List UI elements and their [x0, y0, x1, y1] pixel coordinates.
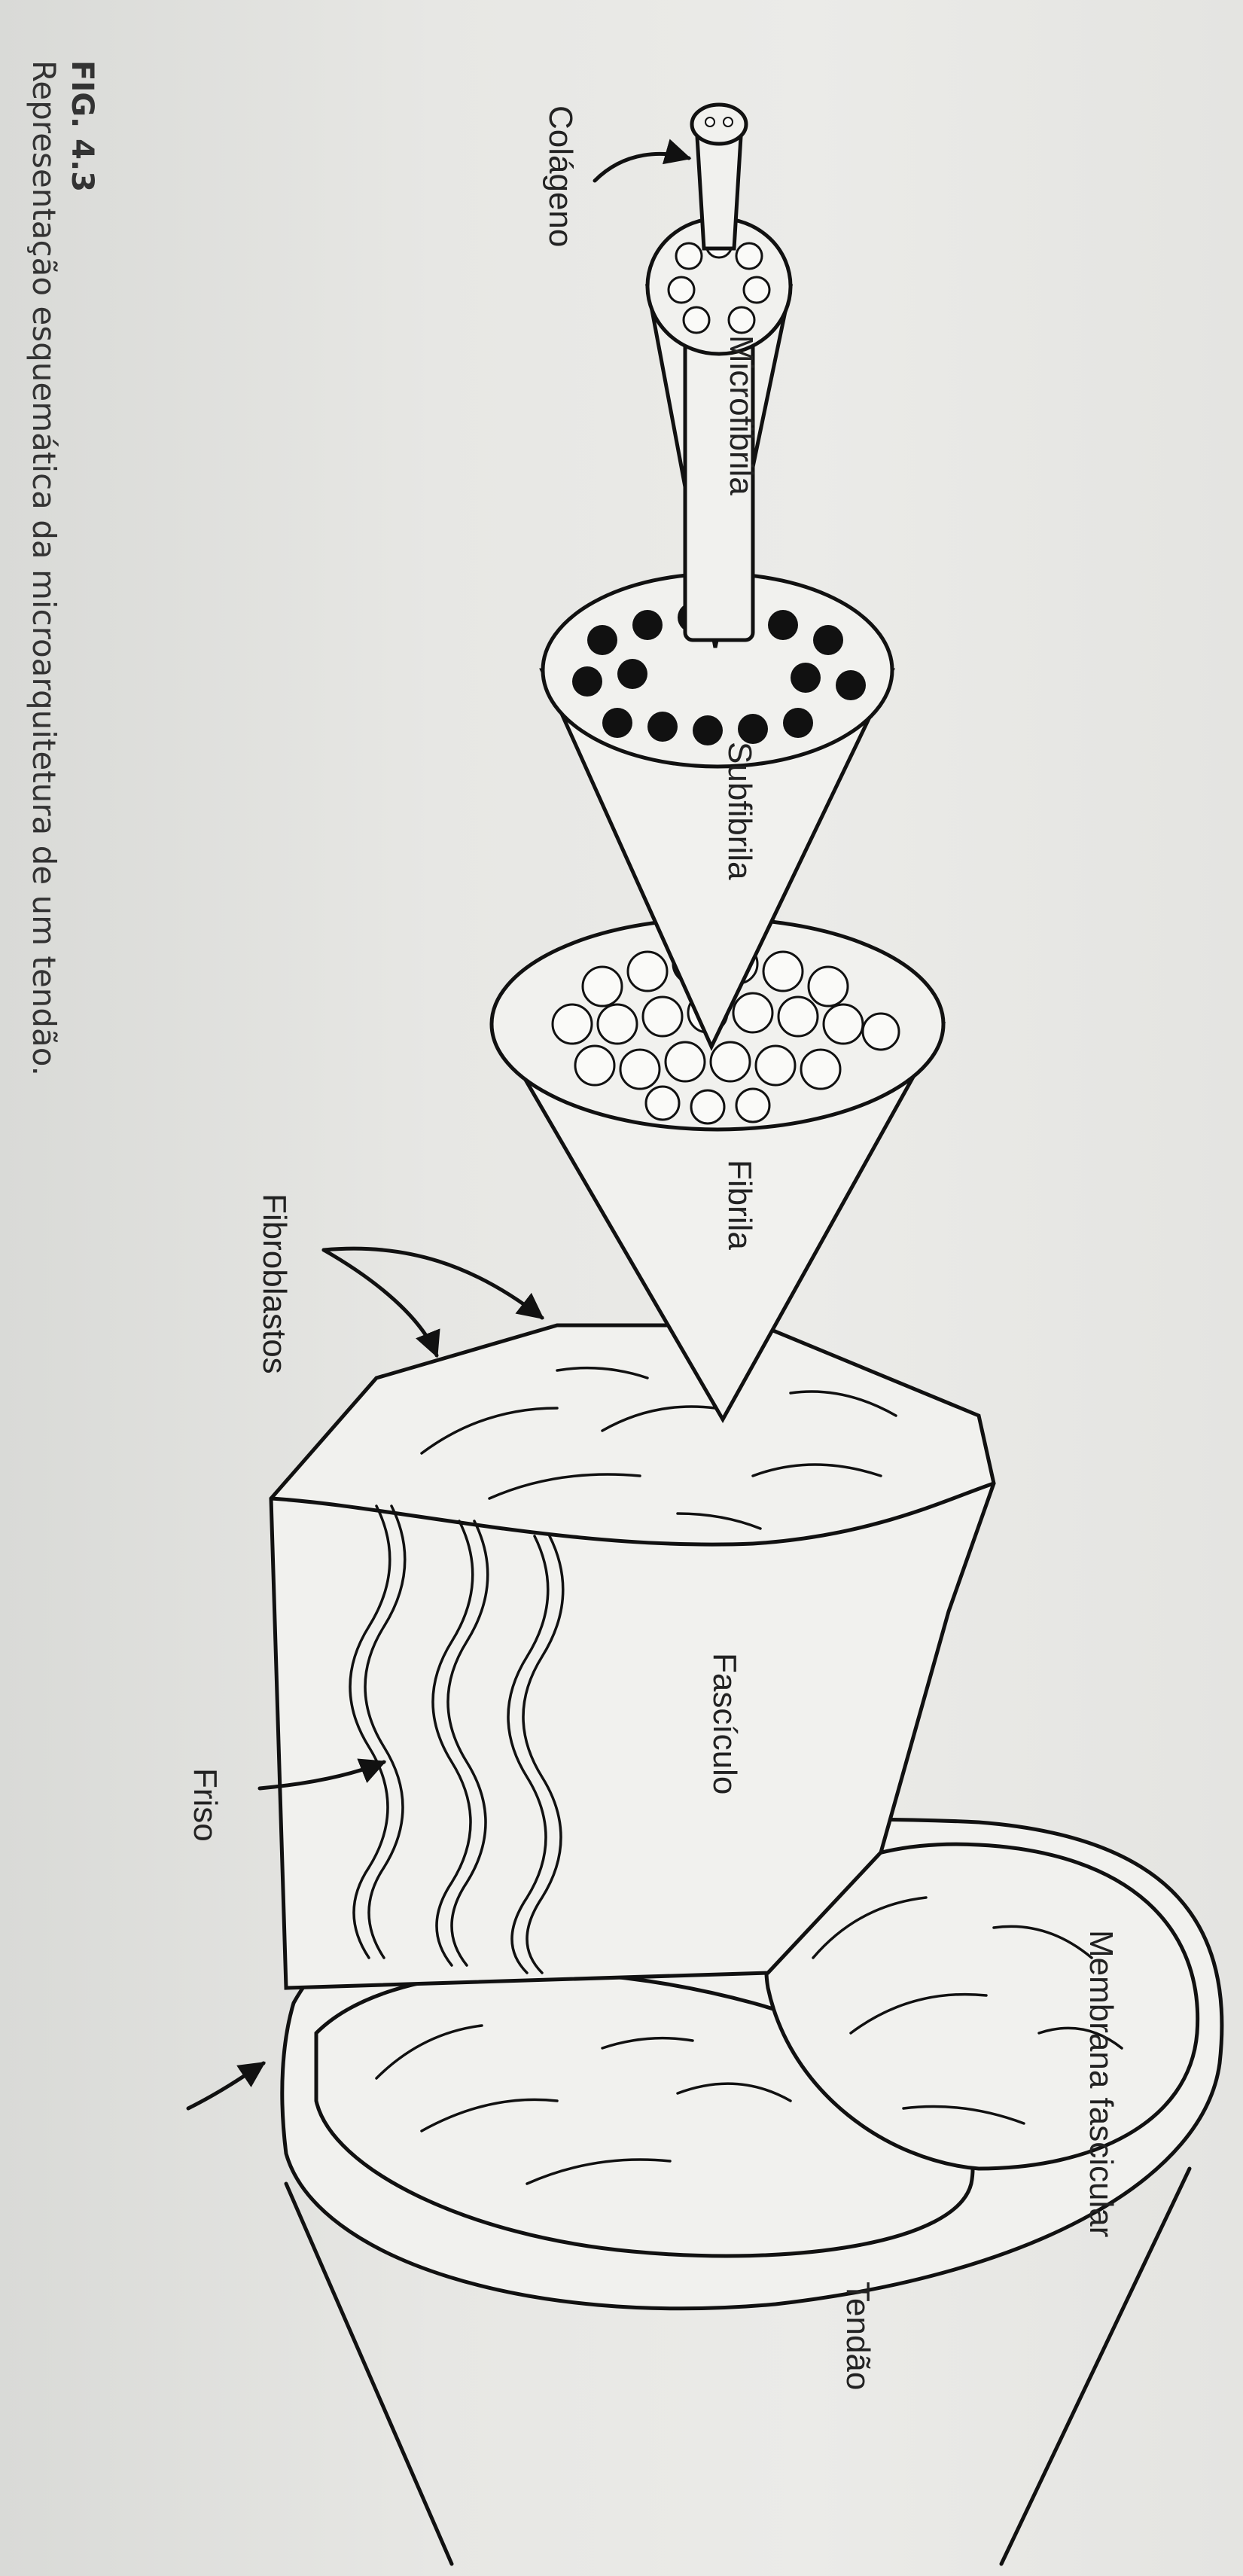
label-membrana-fascicular: Membrana fascicular	[1083, 1930, 1120, 2237]
fibroblast-arrow-2	[324, 1250, 437, 1355]
label-fibroblastos: Fibroblastos	[256, 1193, 293, 1374]
collagen-arrow	[595, 154, 689, 181]
figure-caption-text: Representação esquemática da microarquit…	[26, 60, 62, 1076]
label-subfibrila: Subfibrila	[721, 742, 758, 880]
figure-number: FIG. 4.3	[65, 60, 99, 192]
label-fasciculo: Fascículo	[706, 1653, 743, 1794]
label-colageno: Colágeno	[542, 105, 579, 247]
membrane-arrow	[188, 2063, 264, 2108]
label-fibrila: Fibrila	[721, 1160, 758, 1250]
label-microfibrila: Microfibrila	[723, 335, 760, 495]
label-friso: Friso	[187, 1768, 224, 1842]
label-tendao: Tendão	[839, 2282, 876, 2390]
figure-caption: FIG. 4.3 Representação esquemática da mi…	[26, 60, 99, 1076]
fibroblast-arrow-1	[324, 1248, 542, 1318]
